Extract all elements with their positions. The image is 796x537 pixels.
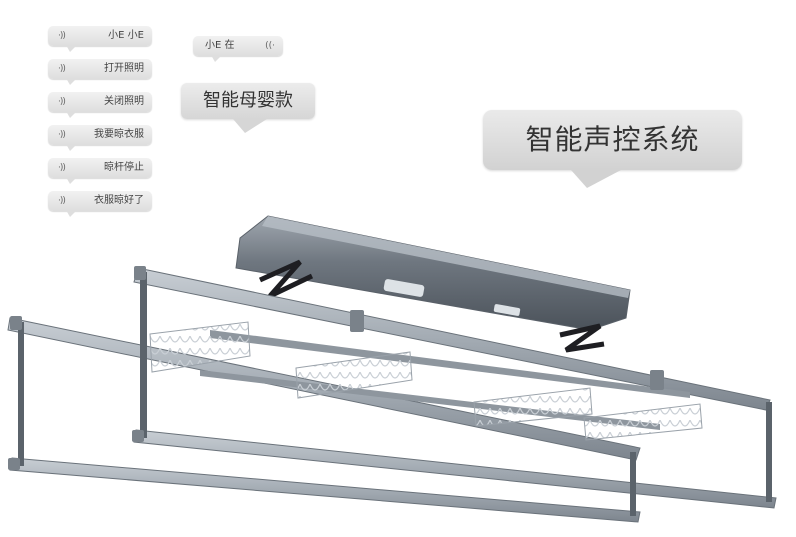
- scissor-arms: [258, 259, 605, 353]
- main-frame: [7, 267, 777, 523]
- voice-command-bubble: ·)) 衣服晾好了: [48, 191, 152, 217]
- command-text: 打开照明: [104, 63, 144, 74]
- command-text: 关闭照明: [104, 96, 144, 107]
- voice-command-bubble: ·)) 打开照明: [48, 59, 152, 85]
- command-text: 小E 小E: [108, 30, 144, 41]
- command-text: 晾杆停止: [104, 162, 144, 173]
- light-panel: [493, 304, 521, 316]
- command-text: 衣服晾好了: [94, 195, 144, 206]
- sound-wave-icon: ((·: [265, 41, 275, 51]
- system-label-bubble: 智能声控系统: [483, 110, 742, 188]
- voice-command-bubble: ·)) 晾杆停止: [48, 158, 152, 184]
- motor-housing: [235, 215, 631, 331]
- hanger-rows: [149, 321, 703, 441]
- voice-command-bubble: ·)) 小E 小E: [48, 26, 152, 52]
- voice-command-bubble: ·)) 关闭照明: [48, 92, 152, 118]
- sound-wave-icon: ·)): [58, 196, 66, 206]
- sound-wave-icon: ·)): [58, 130, 66, 140]
- device-reply-bubble: 小E 在 ((·: [193, 36, 283, 62]
- rail-clamps: [8, 266, 664, 470]
- sound-wave-icon: ·)): [58, 64, 66, 74]
- light-panel: [383, 279, 425, 297]
- reply-text: 小E 在: [205, 40, 235, 51]
- model-label-bubble: 智能母婴款: [181, 83, 315, 133]
- sound-wave-icon: ·)): [58, 163, 66, 173]
- command-text: 我要晾衣服: [94, 129, 144, 140]
- voice-command-bubble: ·)) 我要晾衣服: [48, 125, 152, 151]
- sound-wave-icon: ·)): [58, 97, 66, 107]
- sound-wave-icon: ·)): [58, 31, 66, 41]
